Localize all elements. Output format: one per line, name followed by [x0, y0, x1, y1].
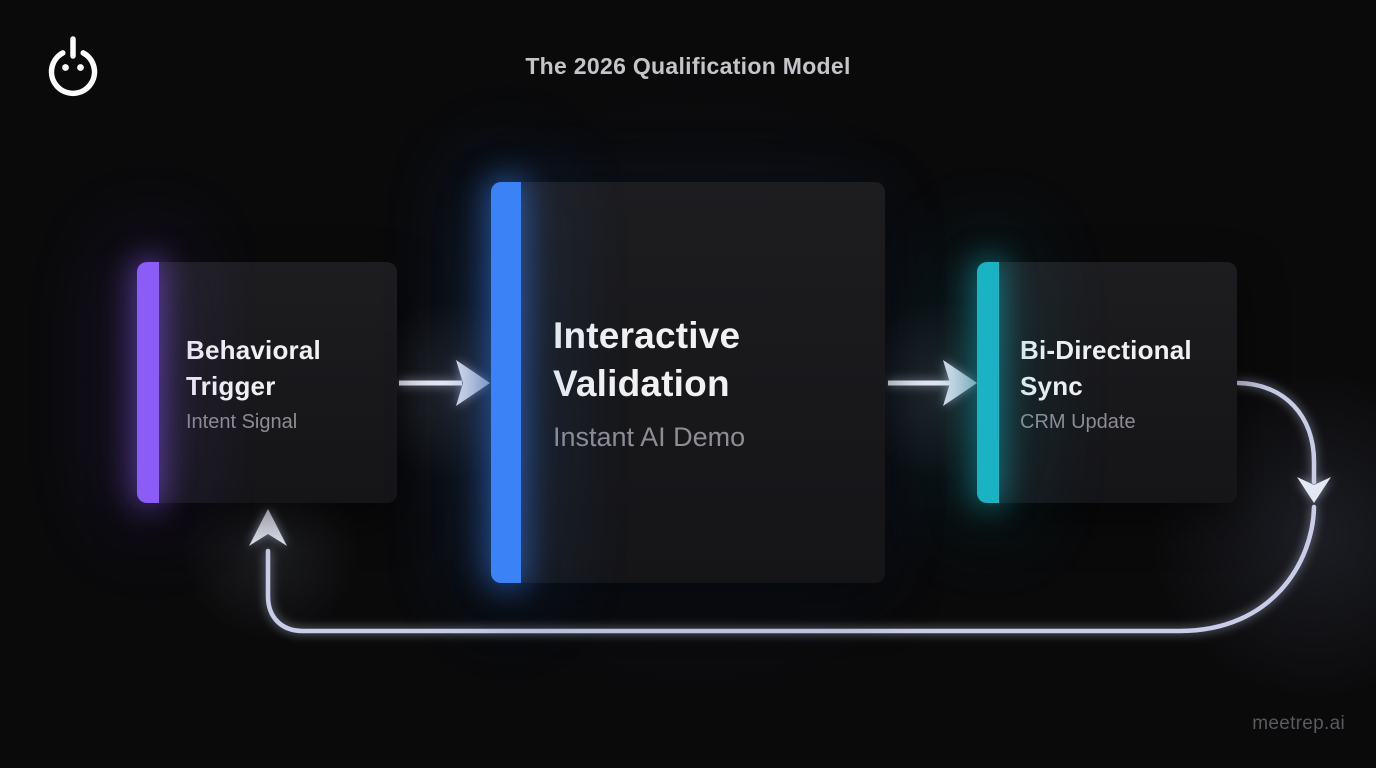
- arrow-validation-to-sync: [888, 360, 977, 406]
- loopback-down-arrowhead: [1297, 477, 1331, 503]
- step-subtitle: CRM Update: [1020, 410, 1136, 433]
- step-title: Bi-Directional Sync: [1020, 334, 1192, 401]
- accent-bar-teal: [977, 262, 999, 503]
- brand-watermark: meetrep.ai: [1252, 713, 1345, 734]
- page-title: The 2026 Qualification Model: [525, 53, 851, 79]
- step-title: Behavioral Trigger: [186, 334, 321, 401]
- step-box-interactive-validation: Interactive Validation Instant AI Demo: [491, 182, 885, 583]
- arrow-trigger-to-validation: [399, 360, 490, 406]
- step-subtitle: Instant AI Demo: [553, 422, 746, 452]
- step-title: Interactive Validation: [553, 315, 741, 404]
- loopback-up-arrowhead: [249, 509, 287, 546]
- step-subtitle: Intent Signal: [186, 410, 298, 433]
- accent-bar-blue: [491, 182, 521, 583]
- loopback-sync-to-trigger: [249, 380, 1331, 634]
- accent-bar-purple: [137, 262, 159, 503]
- step-box-bidirectional-sync: Bi-Directional Sync CRM Update: [977, 262, 1237, 503]
- power-face-logo: [48, 36, 98, 97]
- step-box-behavioral-trigger: Behavioral Trigger Intent Signal: [137, 262, 397, 503]
